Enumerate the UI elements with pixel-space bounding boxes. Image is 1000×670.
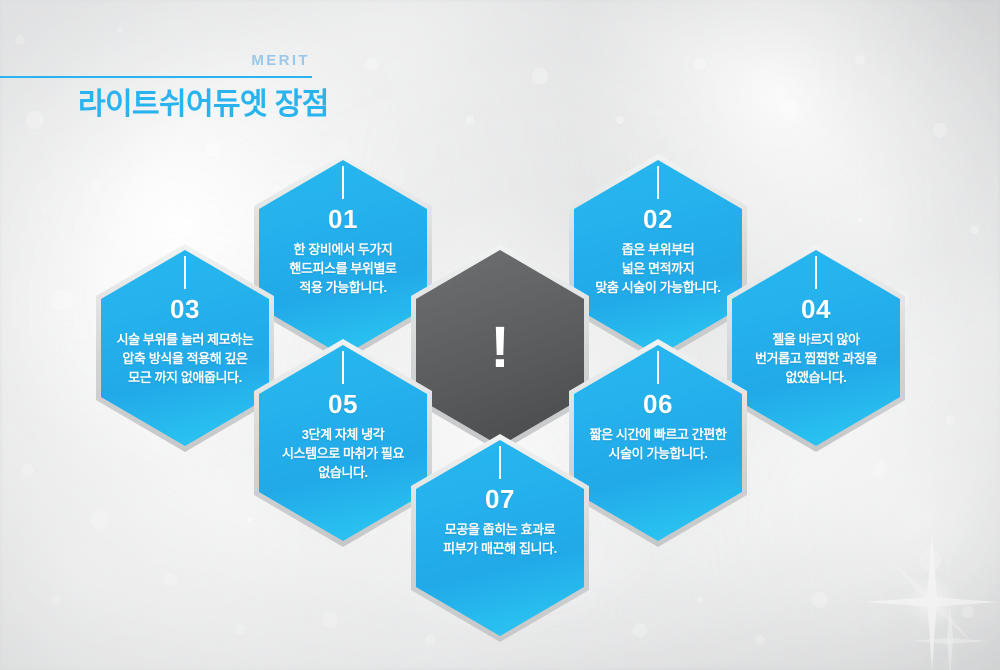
hex-content-06: 06 짧은 시간에 빠르고 간편한 시술이 가능합니다.	[574, 345, 742, 541]
hex-content-03: 03 시술 부위를 눌러 제모하는 압축 방식을 적용해 깊은 모근 까지 없애…	[101, 250, 269, 446]
hex-description-07: 모공을 좁히는 효과로 피부가 매끈해 집니다.	[416, 521, 584, 559]
hex-tick-03	[184, 256, 186, 289]
hex-content-05: 05 3단계 자체 냉각 시스템으로 마취가 필요 없습니다.	[259, 345, 427, 541]
hex-desc-line: 짧은 시간에 빠르고 간편한	[589, 427, 727, 442]
hex-tick-04	[815, 256, 817, 289]
section-header: MERIT 라이트쉬어듀엣 장점	[0, 52, 330, 121]
hex-tick-02	[657, 166, 659, 199]
hex-number-05: 05	[328, 389, 358, 419]
hex-description-04: 젤을 바르지 않아 번거롭고 찝찝한 과정을 없앴습니다.	[732, 331, 900, 388]
hex-desc-line: 번거롭고 찝찝한 과정을	[754, 350, 878, 366]
hex-content-02: 02 좁은 부위부터 넓은 면적까지 맞춤 시술이 가능합니다.	[574, 160, 742, 356]
hex-tick-01	[342, 166, 344, 199]
hex-description-05: 3단계 자체 냉각 시스템으로 마취가 필요 없습니다.	[259, 426, 427, 483]
hex-tick-07	[499, 446, 501, 479]
hex-desc-line: 압축 방식을 적용해 깊은	[122, 350, 248, 366]
hex-desc-line: 피부가 매끈해 집니다.	[443, 540, 557, 556]
hex-desc-line: 없습니다.	[318, 464, 368, 480]
hex-desc-line: 모공을 좁히는 효과로	[444, 522, 556, 537]
hex-desc-line: 없앴습니다.	[785, 369, 847, 385]
hex-desc-line: 좁은 부위부터	[621, 242, 695, 257]
hex-description-03: 시술 부위를 눌러 제모하는 압축 방식을 적용해 깊은 모근 까지 없애줍니다…	[101, 331, 269, 388]
hex-number-07: 07	[485, 484, 515, 514]
hex-desc-line: 시술이 가능합니다.	[608, 445, 708, 461]
hex-tick-06	[657, 351, 659, 384]
hex-description-01: 한 장비에서 두가지 핸드피스를 부위별로 적용 가능합니다.	[259, 241, 427, 298]
hex-desc-line: 젤을 바르지 않아	[772, 332, 860, 347]
hex-description-06: 짧은 시간에 빠르고 간편한 시술이 가능합니다.	[574, 426, 742, 464]
hex-content-01: 01 한 장비에서 두가지 핸드피스를 부위별로 적용 가능합니다.	[259, 160, 427, 356]
hex-content-07: 07 모공을 좁히는 효과로 피부가 매끈해 집니다.	[416, 440, 584, 636]
hex-desc-line: 넓은 면적까지	[621, 260, 695, 276]
hex-desc-line: 3단계 자체 냉각	[301, 427, 385, 442]
hex-number-01: 01	[328, 204, 358, 234]
header-divider-line	[0, 76, 312, 78]
hex-content-04: 04 젤을 바르지 않아 번거롭고 찝찝한 과정을 없앴습니다.	[732, 250, 900, 446]
hex-number-03: 03	[170, 294, 200, 324]
hex-number-06: 06	[643, 389, 673, 419]
hex-tick-05	[342, 351, 344, 384]
hex-desc-line: 핸드피스를 부위별로	[289, 260, 397, 276]
exclamation-mark-icon: !	[490, 315, 510, 380]
section-kicker: MERIT	[251, 52, 310, 69]
hex-number-02: 02	[643, 204, 673, 234]
page-title: 라이트쉬어듀엣 장점	[78, 88, 329, 121]
hex-desc-line: 시술 부위를 눌러 제모하는	[116, 332, 254, 347]
hex-desc-line: 한 장비에서 두가지	[293, 242, 393, 257]
hex-description-02: 좁은 부위부터 넓은 면적까지 맞춤 시술이 가능합니다.	[574, 241, 742, 298]
hex-desc-line: 적용 가능합니다.	[299, 279, 387, 295]
hex-desc-line: 맞춤 시술이 가능합니다.	[595, 279, 721, 295]
hex-desc-line: 모근 까지 없애줍니다.	[128, 369, 242, 385]
hex-desc-line: 시스템으로 마취가 필요	[281, 445, 405, 461]
hex-number-04: 04	[801, 294, 831, 324]
